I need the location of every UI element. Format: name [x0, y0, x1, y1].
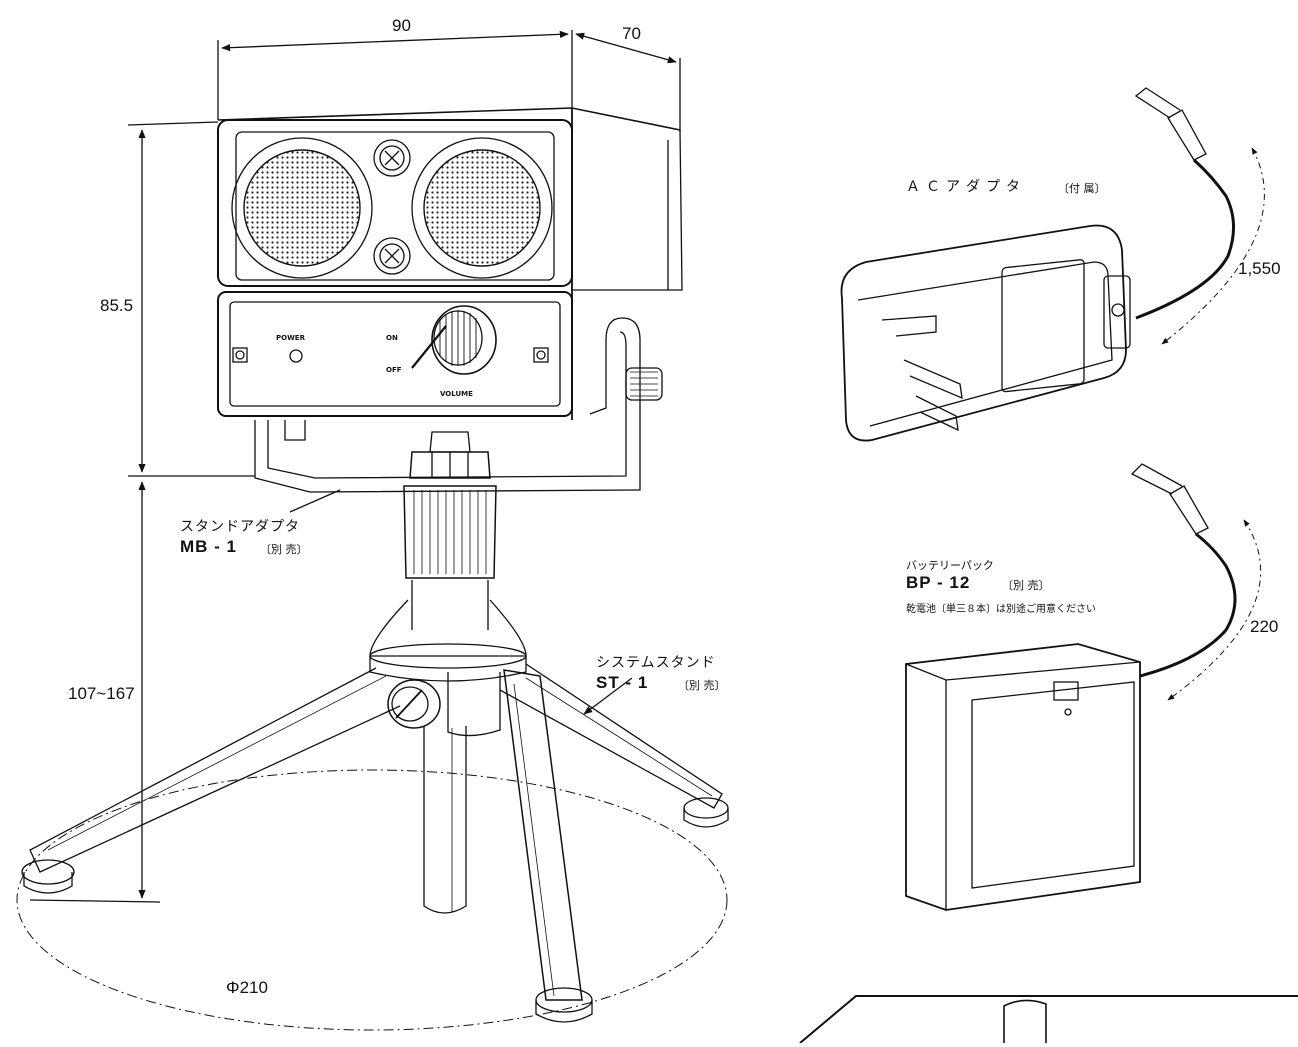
volume-label: VOLUME [440, 390, 473, 398]
ac-cord-length-label: 1,550 [1238, 259, 1281, 278]
stand-adapter-model: MB - 1 [180, 537, 237, 556]
battery-pack-name: バッテリーパック [906, 559, 994, 572]
panel-screw-icons [232, 347, 549, 363]
system-stand-leader [583, 677, 633, 715]
battery-cord-length-arc [1167, 519, 1262, 701]
left-speaker-grille [231, 137, 373, 279]
battery-pack-remark: 乾電池〔単三８本〕は別途ご用意ください [906, 604, 1096, 615]
grille-screw-icons [373, 139, 411, 275]
detail-inset-frame [799, 995, 1298, 1044]
base-diameter-label: Φ210 [226, 978, 268, 997]
dimension-depth-line [575, 32, 681, 132]
base-diameter-outline [16, 769, 728, 1031]
height-dimension-label: 85.5 [100, 296, 134, 315]
speaker-unit [217, 107, 683, 420]
dimension-height-line [127, 121, 255, 477]
right-speaker-grille [411, 137, 553, 279]
stand-adapter-note: 〔別 売〕 [260, 543, 308, 556]
system-stand-name: システムスタンド [596, 655, 716, 671]
stand-adapter-bracket [254, 317, 663, 493]
system-stand-model: ST - 1 [596, 673, 649, 692]
dimension-stand-height-line [29, 481, 161, 903]
depth-dimension-label: 70 [622, 24, 641, 43]
battery-pack-model: BP - 12 [906, 573, 971, 592]
power-label: POWER [276, 334, 305, 342]
width-dimension-label: 90 [392, 16, 411, 35]
battery-cord-length-label: 220 [1250, 617, 1279, 636]
stand-height-dimension-label: 107~167 [68, 684, 135, 703]
system-stand-note: 〔別 売〕 [678, 679, 726, 692]
power-led-icon [289, 349, 303, 363]
ac-adapter-name: ＡＣアダプタ [906, 179, 1026, 195]
system-stand [21, 431, 729, 1023]
stand-adapter-leader [289, 489, 341, 513]
ac-adapter [840, 87, 1235, 442]
battery-pack-note: 〔別 売〕 [1002, 579, 1050, 592]
volume-knob [411, 305, 497, 375]
off-label: OFF [386, 366, 402, 374]
on-label: ON [386, 334, 398, 342]
stand-adapter-name: スタンドアダプタ [180, 519, 300, 535]
ac-cord-length-arc [1161, 147, 1265, 345]
dimension-width-line [217, 30, 573, 120]
ac-adapter-note: 〔付 属〕 [1058, 182, 1106, 195]
